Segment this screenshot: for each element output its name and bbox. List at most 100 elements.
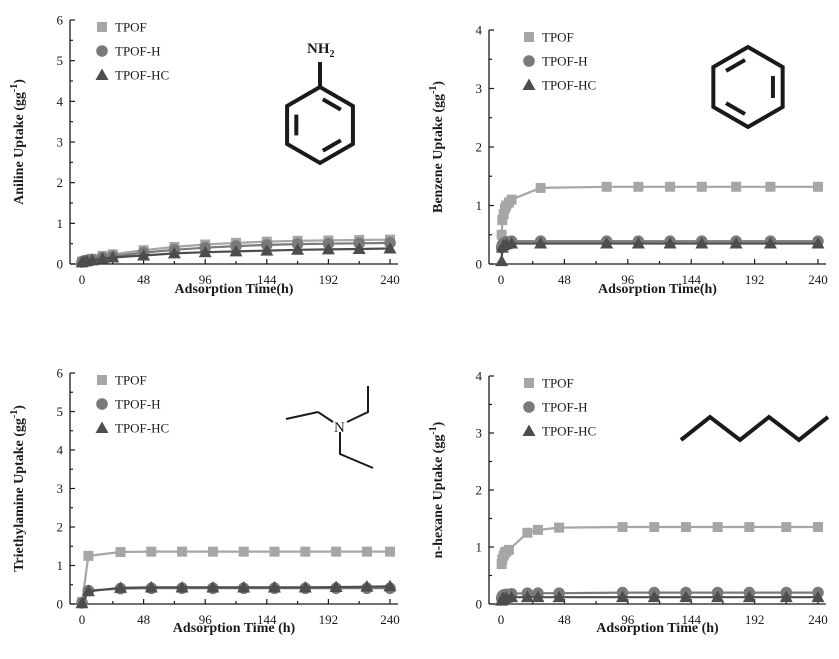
double-bond — [321, 97, 342, 112]
data-point — [813, 181, 823, 192]
x-tick-label: 240 — [380, 612, 400, 627]
amine-label: NH2 — [307, 41, 335, 60]
legend-label: TPOF-H — [542, 400, 588, 415]
y-tick-label: 1 — [476, 540, 483, 555]
data-point — [811, 590, 825, 603]
data-point — [238, 546, 249, 557]
data-point — [711, 590, 725, 603]
y-tick-label: 5 — [57, 404, 64, 419]
x-tick-label: 144 — [681, 272, 701, 287]
double-bond — [321, 138, 342, 153]
data-point — [665, 181, 676, 192]
legend-marker — [523, 401, 535, 413]
y-axis-title: Triethylamine Uptake (gg-1) — [9, 405, 27, 572]
legend-label: TPOF — [115, 373, 147, 388]
data-point — [534, 237, 548, 249]
data-point — [360, 580, 374, 592]
data-point — [505, 237, 519, 249]
legend-label: TPOF-HC — [115, 421, 169, 436]
x-axis-title: Adsorption Time (h) — [596, 621, 719, 636]
x-tick-label: 48 — [558, 612, 571, 627]
amine-label-subscript: 2 — [330, 49, 335, 60]
data-point — [696, 181, 707, 192]
y-axis-title-superscript: -1 — [9, 410, 20, 418]
data-point — [601, 181, 612, 192]
data-point — [83, 550, 94, 561]
nitrogen-label: N — [334, 420, 345, 436]
molecule-structure-benzene — [711, 44, 785, 130]
legend-marker — [97, 22, 107, 32]
series-tpof-hc — [495, 237, 825, 267]
benzene-ring — [285, 84, 355, 166]
legend-marker — [523, 55, 535, 67]
series-tpof-hc — [75, 242, 397, 268]
legend-marker — [524, 378, 534, 388]
data-point — [765, 181, 776, 192]
data-point — [96, 252, 110, 264]
y-tick-label: 0 — [476, 257, 483, 272]
data-point — [144, 580, 158, 593]
data-point — [647, 590, 661, 603]
data-point — [106, 250, 120, 263]
y-tick-label: 4 — [476, 23, 483, 38]
series-tpof — [496, 181, 823, 240]
data-point — [268, 580, 281, 593]
series-line — [500, 185, 818, 235]
x-tick-label: 240 — [808, 272, 828, 287]
data-point — [206, 580, 220, 593]
x-tick-label: 0 — [79, 272, 86, 287]
y-tick-label: 3 — [57, 481, 64, 496]
y-tick-label: 3 — [476, 426, 483, 441]
x-tick-label: 192 — [319, 272, 339, 287]
data-point — [779, 590, 793, 603]
y-axis-title-superscript: -1 — [9, 84, 20, 92]
y-tick-label: 1 — [57, 216, 64, 231]
y-axis-title-superscript: -1 — [428, 86, 439, 94]
molecule-structure-n-hexane — [679, 414, 830, 443]
y-axis-title-main: n-hexane Uptake (gg — [431, 435, 446, 559]
data-point — [649, 522, 660, 533]
legend-marker — [95, 421, 109, 433]
x-tick-label: 96 — [199, 612, 213, 627]
legend-marker — [524, 32, 534, 42]
legend-label: TPOF-H — [542, 54, 588, 69]
data-point — [503, 544, 514, 555]
x-tick-label: 48 — [558, 272, 571, 287]
y-tick-label: 2 — [57, 175, 64, 190]
data-point — [291, 243, 305, 255]
series-tpof-hc — [75, 579, 397, 609]
data-point — [506, 194, 517, 205]
ethyl-bond — [346, 386, 369, 423]
ethyl-bond — [339, 432, 374, 469]
data-point — [781, 522, 792, 533]
x-tick-label: 96 — [199, 272, 213, 287]
double-bond — [725, 101, 747, 116]
y-tick-label: 2 — [57, 520, 64, 535]
data-point — [75, 596, 89, 609]
x-tick-label: 0 — [498, 272, 505, 287]
data-point — [85, 253, 99, 266]
data-point — [679, 590, 693, 603]
x-tick-label: 192 — [319, 612, 339, 627]
legend-marker — [95, 68, 109, 80]
data-point — [497, 215, 508, 226]
y-tick-label: 0 — [476, 597, 483, 612]
y-tick-label: 0 — [57, 597, 64, 612]
data-point — [498, 209, 509, 220]
data-point — [535, 182, 546, 193]
y-tick-label: 1 — [476, 198, 483, 213]
y-axis-title-main: Benzene Uptake (gg — [431, 94, 446, 213]
series-line — [81, 585, 391, 604]
y-tick-label: 5 — [57, 53, 64, 68]
data-point — [496, 229, 507, 240]
data-point — [532, 524, 543, 535]
data-point — [520, 590, 534, 603]
data-point — [361, 546, 372, 557]
data-point — [744, 522, 755, 533]
data-point — [352, 242, 366, 254]
x-tick-label: 240 — [808, 612, 828, 627]
molecule-structure-aniline: NH2 — [285, 41, 355, 166]
